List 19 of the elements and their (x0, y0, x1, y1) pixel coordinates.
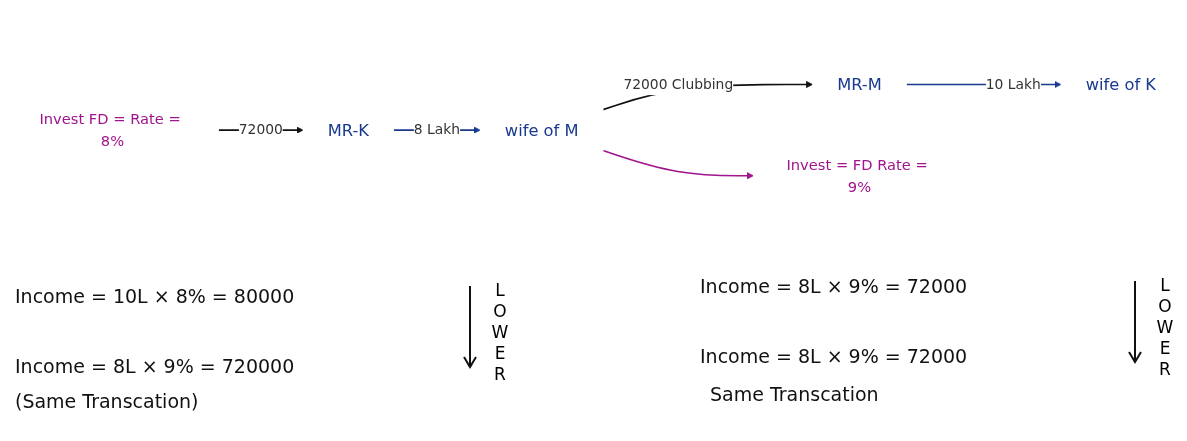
edge-label: 10 Lakh (985, 75, 1041, 93)
income-formula: Income = 8L × 9% = 720000 (15, 355, 295, 377)
vertical-text: LOWER (490, 280, 510, 385)
income-formula: Income = 10L × 8% = 80000 (15, 285, 295, 307)
node-text: MR-K (327, 120, 369, 140)
node-text: wife of M (504, 120, 579, 140)
note-text: (Same Transcation) (15, 390, 199, 412)
node-text: MR-M (837, 74, 882, 95)
edge-label: 72000 (238, 121, 283, 138)
node-text: Invest FD = Rate = 8% (39, 110, 181, 150)
income-formula: Income = 8L × 9% = 72000 (700, 345, 968, 367)
node-text: Invest = FD Rate = 9% (786, 156, 928, 196)
node-text: wife of K (1085, 74, 1157, 95)
edge-label: 8 Lakh (413, 121, 460, 138)
vertical-text: LOWER (1155, 275, 1175, 380)
note-text: Same Transcation (710, 383, 879, 405)
arrow (602, 149, 754, 180)
income-formula: Income = 8L × 9% = 72000 (700, 275, 968, 297)
edge-label: 72000 Clubbing (623, 75, 734, 93)
